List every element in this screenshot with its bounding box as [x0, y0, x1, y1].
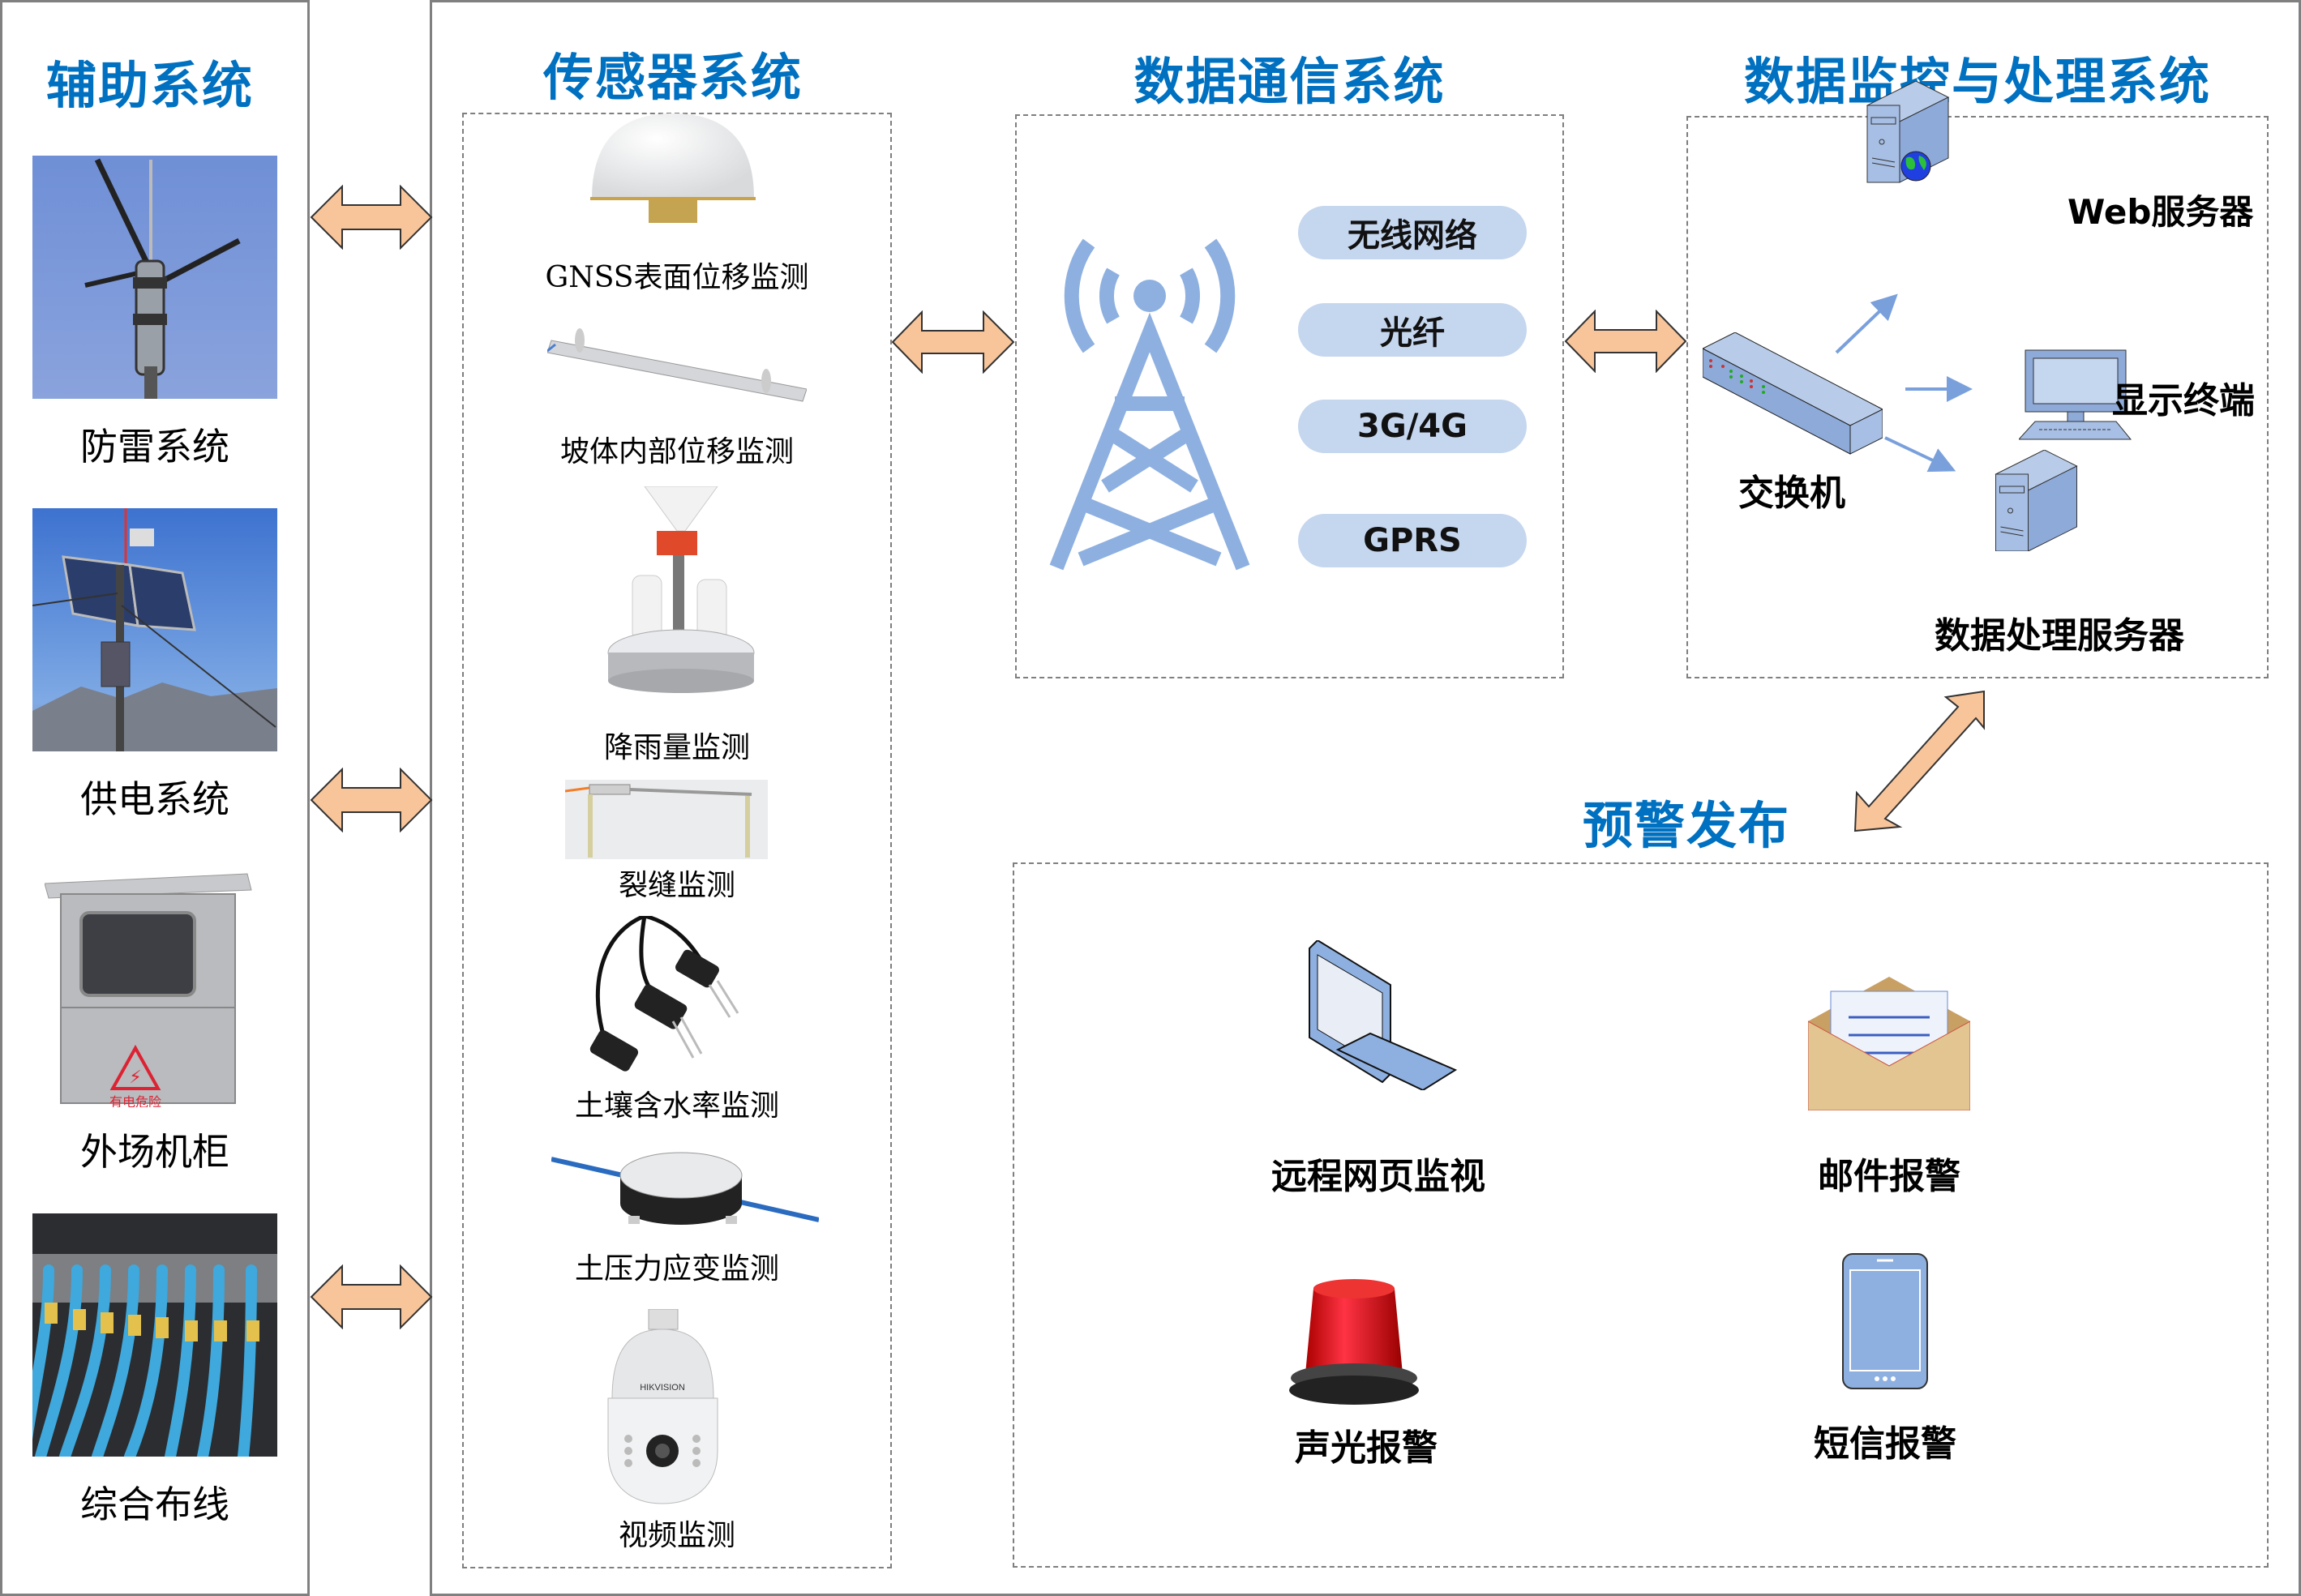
connection-arrows [1835, 293, 1973, 473]
monitoring-box [1686, 116, 2269, 678]
double-arrow-icon [310, 768, 433, 832]
aux-label-power: 供电系统 [80, 777, 229, 821]
sensor-label-crack: 裂缝监测 [618, 869, 735, 902]
signal-tower-icon [1049, 238, 1250, 571]
svg-text:HIKVISION: HIKVISION [640, 1383, 685, 1393]
sensor-label-pressure: 土压力应变监测 [574, 1252, 779, 1286]
sensor-label-inclinometer: 坡体内部位移监测 [559, 435, 794, 469]
solar-power-pole-photo [32, 508, 277, 751]
display-terminal-icon [2019, 349, 2132, 440]
warning-label-email: 邮件报警 [1818, 1156, 1960, 1197]
soil-moisture-sensor-icon [589, 916, 739, 1072]
main-panel [430, 0, 2301, 1596]
smartphone-icon [1842, 1253, 1928, 1389]
display-terminal-label: 显示终端 [2112, 380, 2255, 421]
warning-box [1013, 862, 2269, 1568]
sensor-label-video: 视频监测 [618, 1519, 735, 1552]
communication-title: 数据通信系统 [1133, 52, 1446, 111]
double-arrow-icon [310, 1264, 433, 1329]
warning-label-siren: 声光报警 [1295, 1427, 1438, 1469]
double-arrow-icon [310, 185, 433, 250]
field-cabinet-photo: ⚡ 有电危险 [45, 866, 255, 1107]
warning-label-sms: 短信报警 [1814, 1423, 1956, 1465]
double-arrow-icon [891, 310, 1015, 374]
channel-wireless: 无线网络 [1298, 206, 1527, 259]
channel-fiber: 光纤 [1298, 303, 1527, 357]
monitoring-title: 数据监控与处理系统 [1743, 52, 2211, 111]
rain-gauge-icon [607, 486, 755, 693]
double-arrow-icon [1853, 690, 1985, 832]
network-switch-icon [1703, 332, 1883, 455]
sensor-label-soil-moisture: 土壤含水率监测 [574, 1089, 779, 1123]
double-arrow-icon [1564, 310, 1687, 373]
web-server-label: Web服务器 [2067, 192, 2254, 232]
data-server-label: 数据处理服务器 [1935, 615, 2184, 657]
channel-3g4g: 3G/4G [1298, 400, 1527, 453]
ptz-camera-icon: HIKVISION [607, 1309, 718, 1504]
siren-icon [1289, 1279, 1419, 1405]
svg-text:⚡: ⚡ [129, 1068, 141, 1088]
arrow-to-data-server [1884, 436, 1956, 473]
warning-title: 预警发布 [1582, 796, 1790, 855]
arrow-to-web-server [1835, 293, 1898, 354]
data-server-icon [1995, 450, 2078, 551]
gnss-antenna-icon [590, 113, 756, 223]
sensor-label-gnss: GNSS表面位移监测 [545, 261, 809, 294]
sensors-box [462, 113, 892, 1568]
communication-box [1015, 114, 1564, 678]
aux-label-cabling: 综合布线 [80, 1483, 229, 1526]
svg-text:有电危险: 有电危险 [109, 1094, 161, 1107]
channel-gprs: GPRS [1298, 514, 1527, 567]
earth-pressure-cell-icon [551, 1152, 819, 1225]
inclinometer-icon [547, 328, 807, 402]
envelope-icon [1808, 977, 1970, 1110]
lightning-rod-photo [32, 156, 277, 399]
crack-meter-icon [565, 780, 768, 859]
monitor-icon [1309, 940, 1458, 1090]
switch-label: 交换机 [1738, 473, 1845, 514]
auxiliary-title: 辅助系统 [45, 56, 254, 115]
sensor-label-rain: 降雨量监测 [603, 731, 750, 764]
aux-label-cabinet: 外场机柜 [80, 1130, 229, 1174]
web-server-icon [1866, 81, 1950, 183]
warning-label-web: 远程网页监视 [1271, 1156, 1485, 1197]
aux-label-lightning: 防雷系统 [80, 425, 229, 469]
cabling-photo [32, 1213, 277, 1457]
auxiliary-panel [0, 0, 310, 1596]
sensors-title: 传感器系统 [542, 48, 803, 107]
